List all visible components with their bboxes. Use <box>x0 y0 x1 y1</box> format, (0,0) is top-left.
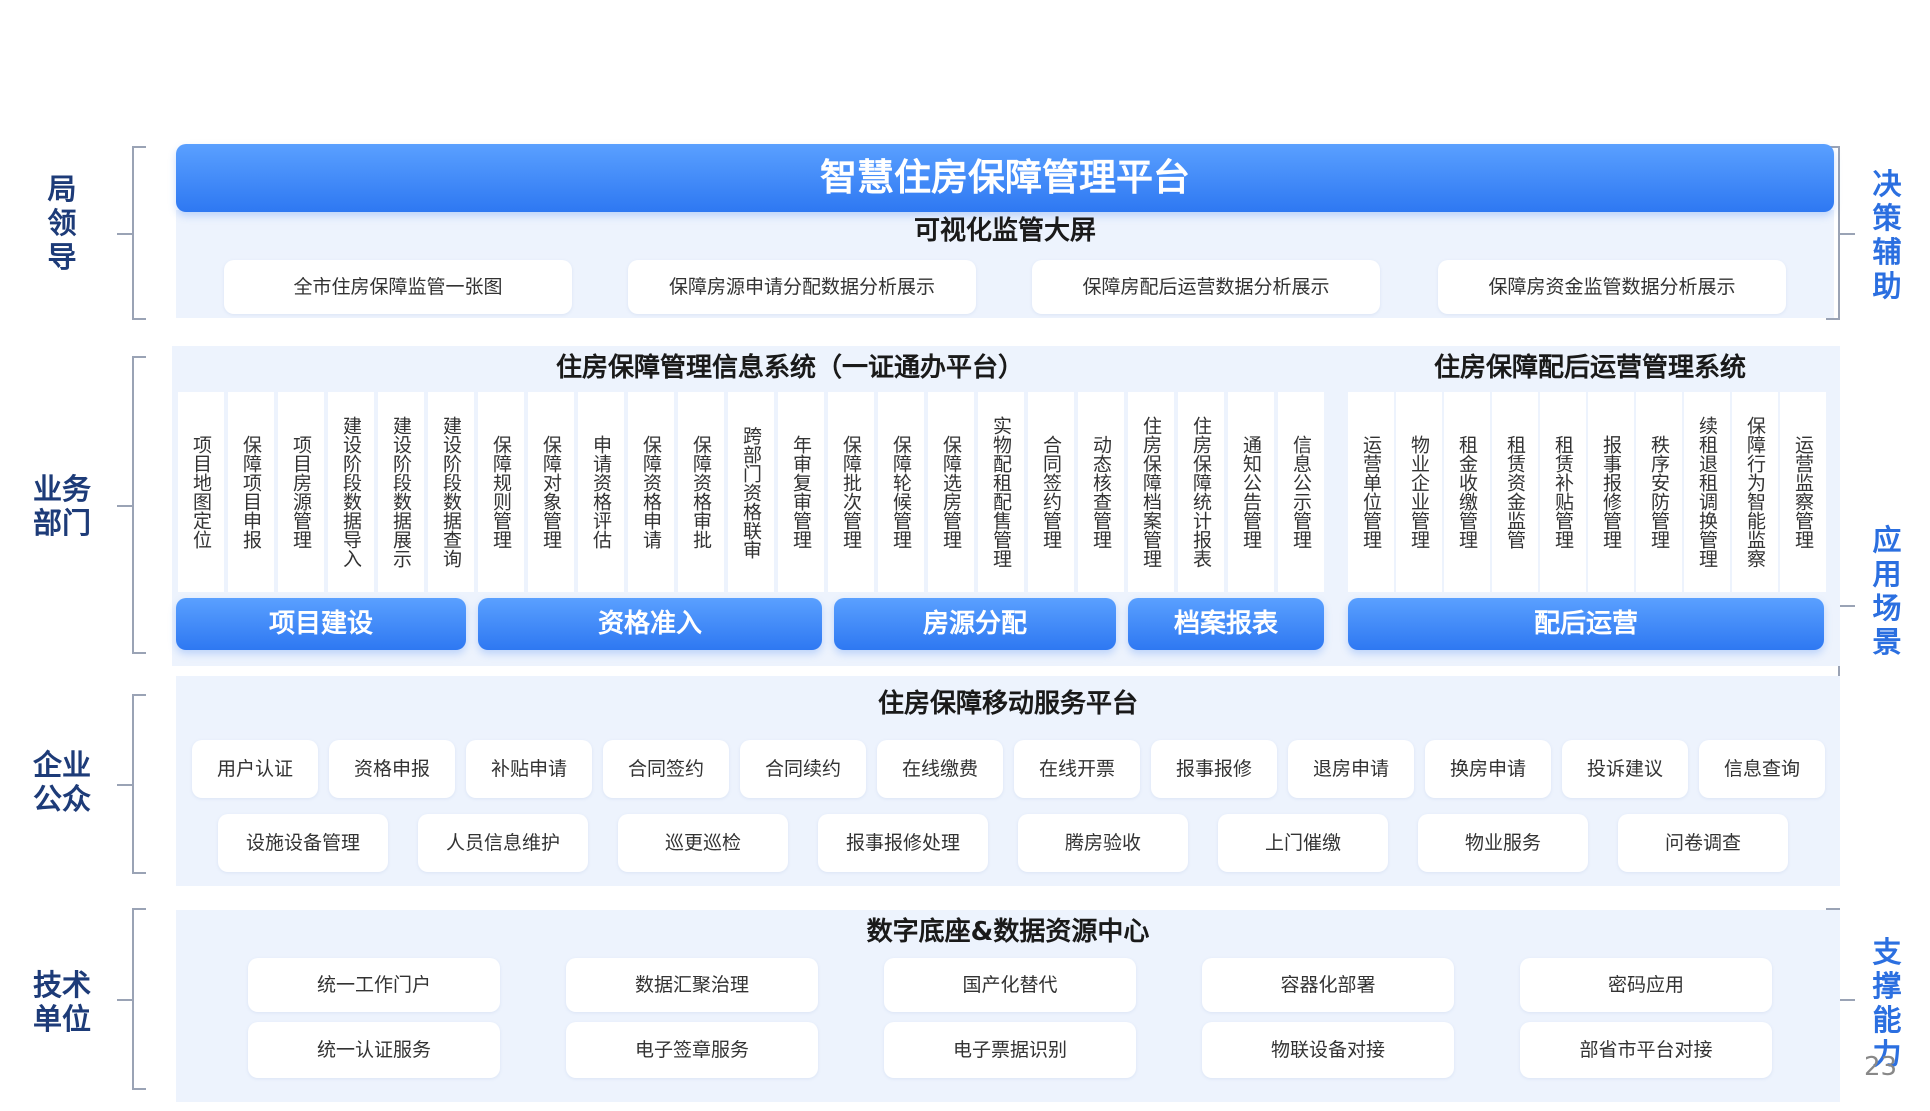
mobile-service: 人员信息维护 <box>418 814 588 872</box>
mobile-service: 设施设备管理 <box>218 814 388 872</box>
data-center-item: 部省市平台对接 <box>1520 1022 1772 1078</box>
side-label-public: 企业 公众 <box>32 748 91 816</box>
bracket-business <box>117 356 146 654</box>
mobile-service: 巡更巡检 <box>618 814 788 872</box>
category-housing-allocation: 房源分配 <box>834 598 1116 650</box>
function-column: 租金收缴管理 <box>1444 392 1490 592</box>
function-column: 保障轮候管理 <box>878 392 924 592</box>
bracket-tech <box>117 908 146 1090</box>
data-center-item: 统一认证服务 <box>248 1022 500 1078</box>
page-number: 23 <box>1864 1052 1898 1082</box>
function-column: 报事报修管理 <box>1588 392 1634 592</box>
side-label-business: 业务 部门 <box>32 472 91 540</box>
function-column: 保障规则管理 <box>478 392 524 592</box>
function-column: 合同签约管理 <box>1028 392 1074 592</box>
data-center-item: 电子签章服务 <box>566 1022 818 1078</box>
function-column: 保障对象管理 <box>528 392 574 592</box>
mobile-service: 报事报修处理 <box>818 814 988 872</box>
data-center-item: 数据汇聚治理 <box>566 958 818 1012</box>
mobile-service: 物业服务 <box>1418 814 1588 872</box>
function-column: 租赁补贴管理 <box>1540 392 1586 592</box>
side-label-scenario: 应 用 场 景 <box>1872 523 1902 659</box>
function-column: 保障项目申报 <box>228 392 274 592</box>
bracket-public <box>117 694 146 874</box>
function-column: 保障选房管理 <box>928 392 974 592</box>
side-label-leader: 局 领 导 <box>47 172 77 274</box>
mobile-service: 补贴申请 <box>466 740 592 798</box>
data-center-item: 容器化部署 <box>1202 958 1454 1012</box>
dashboard-title: 可视化监管大屏 <box>913 216 1096 246</box>
mobile-service: 投诉建议 <box>1562 740 1688 798</box>
function-column: 运营单位管理 <box>1348 392 1394 592</box>
function-column: 建设阶段数据查询 <box>428 392 474 592</box>
dashboard-item: 保障房资金监管数据分析展示 <box>1438 260 1786 314</box>
mobile-service: 在线缴费 <box>877 740 1003 798</box>
function-column: 动态核查管理 <box>1078 392 1124 592</box>
ops-system-title: 住房保障配后运营管理系统 <box>1433 353 1746 383</box>
mobile-title: 住房保障移动服务平台 <box>877 689 1138 719</box>
function-column: 信息公示管理 <box>1278 392 1324 592</box>
data-center-item: 物联设备对接 <box>1202 1022 1454 1078</box>
info-system-columns: 项目地图定位 保障项目申报 项目房源管理 建设阶段数据导入 建设阶段数据展示 建… <box>178 392 1324 592</box>
mobile-service: 合同续约 <box>740 740 866 798</box>
function-column: 通知公告管理 <box>1228 392 1274 592</box>
data-center-item: 电子票据识别 <box>884 1022 1136 1078</box>
data-center-title: 数字底座&数据资源中心 <box>866 917 1150 947</box>
category-archive-reports: 档案报表 <box>1128 598 1324 650</box>
function-column: 保障批次管理 <box>828 392 874 592</box>
category-eligibility: 资格准入 <box>478 598 822 650</box>
function-column: 保障资格申请 <box>628 392 674 592</box>
mobile-service: 用户认证 <box>192 740 318 798</box>
side-label-decision: 决 策 辅 助 <box>1872 167 1902 303</box>
mobile-service: 换房申请 <box>1425 740 1551 798</box>
function-column: 秩序安防管理 <box>1636 392 1682 592</box>
function-column: 保障行为智能监察 <box>1732 392 1778 592</box>
dashboard-item: 全市住房保障监管一张图 <box>224 260 572 314</box>
dashboard-item: 保障房源申请分配数据分析展示 <box>628 260 976 314</box>
mobile-service: 问卷调查 <box>1618 814 1788 872</box>
category-post-allocation-ops: 配后运营 <box>1348 598 1824 650</box>
function-column: 保障资格审批 <box>678 392 724 592</box>
function-column: 运营监察管理 <box>1780 392 1826 592</box>
mobile-service: 腾房验收 <box>1018 814 1188 872</box>
function-column: 项目房源管理 <box>278 392 324 592</box>
mobile-service: 报事报修 <box>1151 740 1277 798</box>
function-column: 续租退租调换管理 <box>1684 392 1730 592</box>
side-label-tech: 技术 单位 <box>32 968 91 1036</box>
function-column: 住房保障档案管理 <box>1128 392 1174 592</box>
bracket-leader <box>117 146 146 320</box>
category-project-construction: 项目建设 <box>176 598 466 650</box>
function-column: 跨部门资格联审 <box>728 392 774 592</box>
function-column: 建设阶段数据展示 <box>378 392 424 592</box>
side-label-support: 支 撑 能 力 <box>1872 935 1902 1071</box>
function-column: 实物配租配售管理 <box>978 392 1024 592</box>
function-column: 申请资格评估 <box>578 392 624 592</box>
function-column: 住房保障统计报表 <box>1178 392 1224 592</box>
mobile-service: 合同签约 <box>603 740 729 798</box>
data-center-item: 密码应用 <box>1520 958 1772 1012</box>
mobile-service: 在线开票 <box>1014 740 1140 798</box>
data-center-item: 统一工作门户 <box>248 958 500 1012</box>
function-column: 建设阶段数据导入 <box>328 392 374 592</box>
platform-title-bar: 智慧住房保障管理平台 <box>176 144 1834 212</box>
dashboard-item: 保障房配后运营数据分析展示 <box>1032 260 1380 314</box>
mobile-service: 信息查询 <box>1699 740 1825 798</box>
mobile-service: 资格申报 <box>329 740 455 798</box>
data-center-item: 国产化替代 <box>884 958 1136 1012</box>
function-column: 年审复审管理 <box>778 392 824 592</box>
function-column: 项目地图定位 <box>178 392 224 592</box>
mobile-service: 退房申请 <box>1288 740 1414 798</box>
function-column: 物业企业管理 <box>1396 392 1442 592</box>
bracket-decision <box>1826 146 1855 320</box>
mobile-service: 上门催缴 <box>1218 814 1388 872</box>
info-system-title: 住房保障管理信息系统（一证通办平台） <box>555 353 1024 383</box>
ops-system-columns: 运营单位管理 物业企业管理 租金收缴管理 租赁资金监管 租赁补贴管理 报事报修管… <box>1348 392 1826 592</box>
function-column: 租赁资金监管 <box>1492 392 1538 592</box>
